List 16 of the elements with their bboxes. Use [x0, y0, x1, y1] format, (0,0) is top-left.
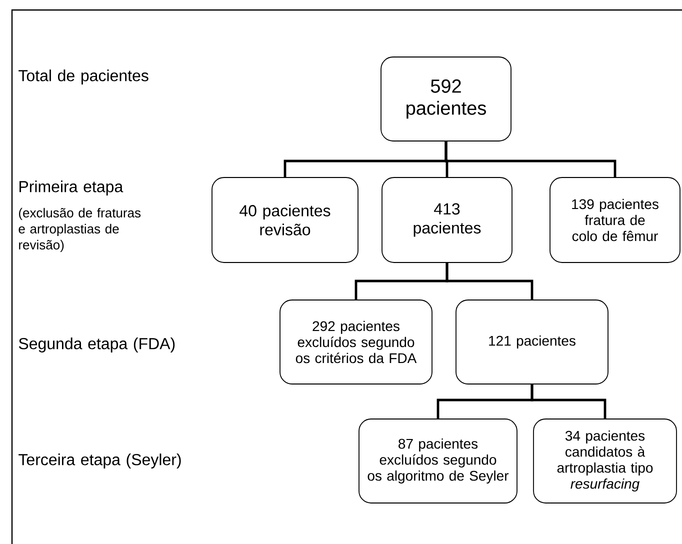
- stage-label: (exclusão de fraturas e artroplastias de revisão): [18, 208, 141, 252]
- connector: [446, 262, 534, 300]
- connector: [530, 384, 606, 419]
- process-box: 34 pacientes candidatos à artroplastia tipo resurfacing: [533, 418, 677, 504]
- process-box: 87 pacientes excluídos segundo os algoritmo de Seyler: [358, 418, 518, 504]
- stage-label: Primeira etapa: [20, 180, 124, 196]
- process-box: 292 pacientes excluídos segundo os critérios da FDA: [280, 300, 432, 384]
- stage-label: Terceira etapa (Seyler): [18, 454, 181, 468]
- process-box: 592 pacientes: [380, 56, 512, 142]
- stage-label: Total de pacientes: [18, 70, 148, 84]
- process-box: 121 pacientes: [456, 300, 608, 384]
- stage-label: Segunda etapa (FDA): [18, 338, 175, 352]
- process-box: 413 pacientes: [382, 177, 512, 263]
- process-box: 40 pacientes revisão: [212, 177, 358, 263]
- connector: [444, 141, 616, 178]
- process-box: 139 pacientes fratura de colo de fêmur: [550, 177, 680, 263]
